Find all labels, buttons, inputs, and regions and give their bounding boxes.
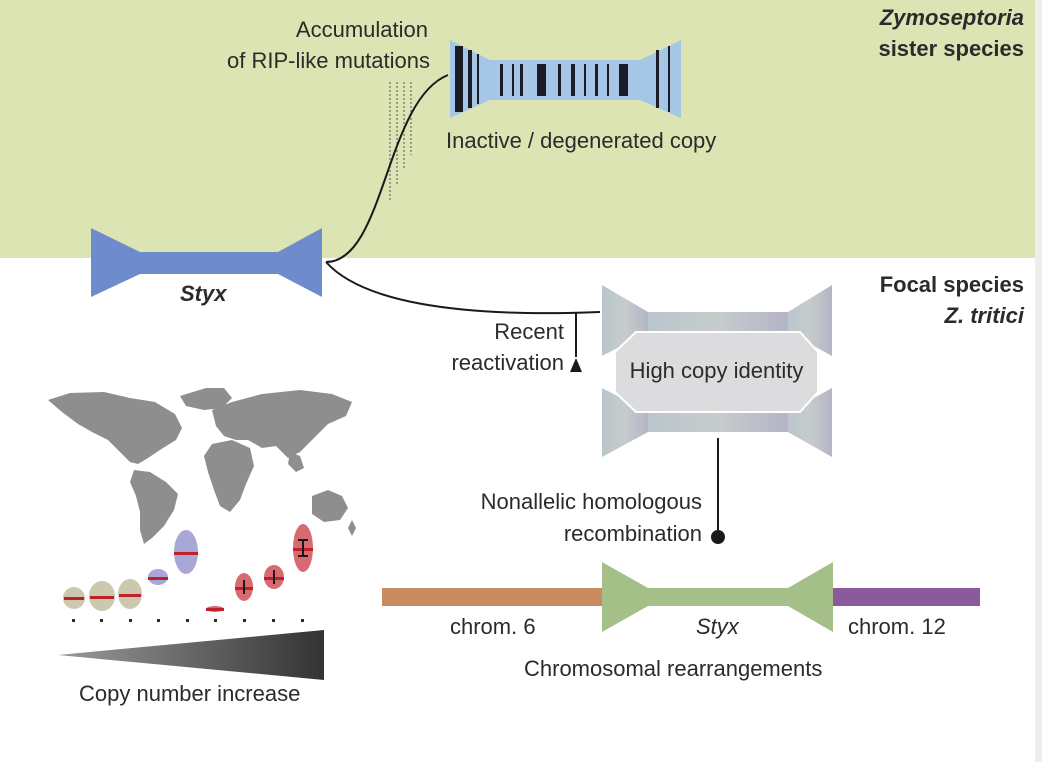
- chrom12-label: chrom. 12: [848, 614, 946, 639]
- rip-mutation-marks: [389, 82, 412, 200]
- recent-reactivation-label-line2: reactivation: [451, 350, 564, 375]
- copy-number-swarm: [63, 524, 313, 622]
- high-copy-identity-box: [614, 331, 819, 413]
- styx-insert-label: Styx: [696, 614, 739, 639]
- chrom12-bar: [830, 588, 980, 606]
- high-copy-identity-label: High copy identity: [629, 358, 804, 383]
- styx-gene-label: Styx: [180, 281, 227, 306]
- nahr-label-line2: recombination: [563, 521, 702, 546]
- styx-insertion: [602, 562, 833, 632]
- recent-reactivation-label-line1: Recent: [494, 319, 564, 344]
- degenerated-copy: [450, 40, 681, 118]
- rearrangements-label: Chromosomal rearrangements: [524, 656, 823, 681]
- focal-species-label-line1: Focal species: [879, 272, 1024, 297]
- sister-species-band: [0, 0, 1035, 258]
- active-copy-bottom: [602, 388, 832, 457]
- copy-number-wedge-icon: [58, 630, 324, 680]
- chrom6-label: chrom. 6: [450, 614, 536, 639]
- degeneration-curve: [325, 74, 449, 263]
- active-copy-top: [602, 285, 832, 356]
- copy-number-increase-label: Copy number increase: [79, 681, 301, 706]
- world-map-icon: [48, 388, 356, 544]
- styx-element: [91, 228, 322, 297]
- sister-species-label-line2: sister species: [878, 36, 1024, 61]
- reactivation-curve: [325, 261, 601, 315]
- nahr-label-line1: Nonallelic homologous: [480, 489, 702, 514]
- arrowhead-icon: [570, 313, 582, 372]
- accumulation-label-line1: Accumulation: [295, 17, 428, 42]
- inactive-copy-label: Inactive / degenerated copy: [446, 128, 717, 153]
- sister-species-label-line1: Zymoseptoria: [879, 5, 1024, 30]
- chrom6-bar: [382, 588, 604, 606]
- right-edge-divider: [1035, 0, 1042, 762]
- accumulation-label-line2: of RIP-like mutations: [227, 48, 430, 73]
- round-end-icon: [711, 438, 725, 544]
- focal-species-label-line2: Z. tritici: [944, 303, 1024, 328]
